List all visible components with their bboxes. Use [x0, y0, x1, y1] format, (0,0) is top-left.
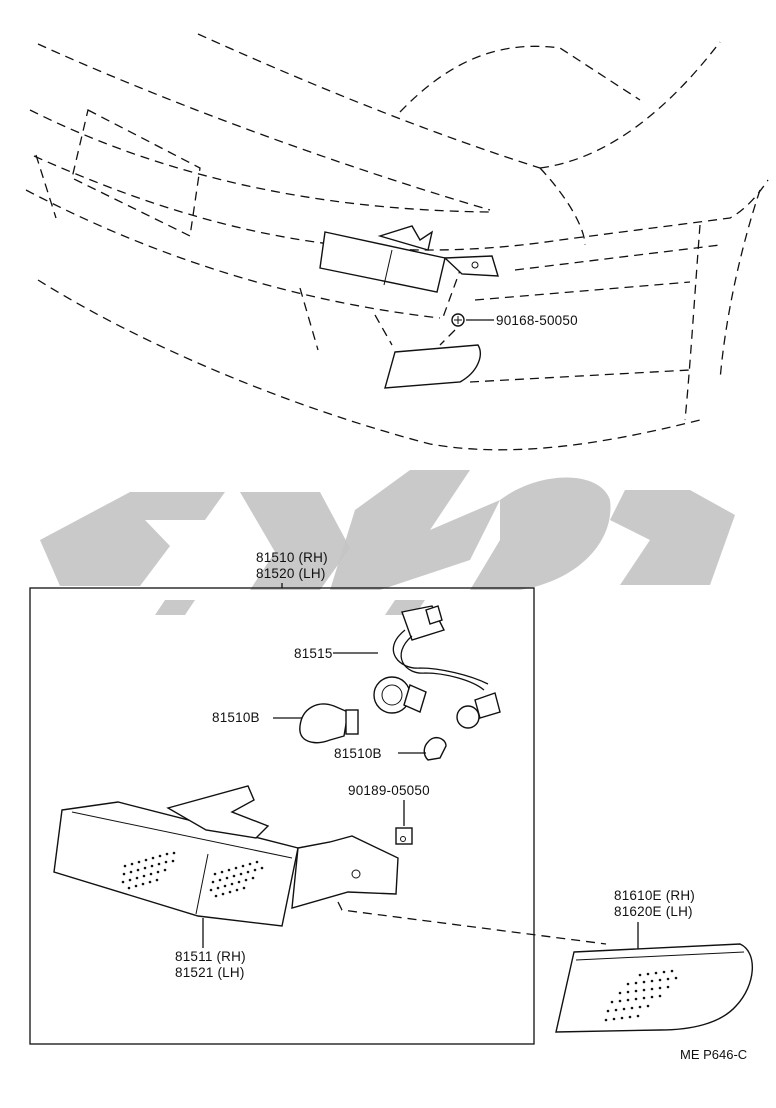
label-assembly-rh: 81510 (RH)	[256, 550, 328, 565]
label-nut-clip: 90189-05050	[348, 783, 430, 798]
label-bulb-small: 81510B	[334, 746, 382, 761]
side-marker-mounted	[384, 344, 481, 389]
assembly-frame	[29, 587, 535, 1045]
front-lamp-lens	[53, 785, 399, 927]
watermark-logo	[40, 470, 735, 615]
label-side-lamp-rh: 81610E (RH)	[614, 888, 695, 903]
front-lamp-mounted	[319, 225, 499, 293]
bulb-small-icon	[423, 736, 447, 761]
socket-wire-harness	[373, 605, 501, 729]
label-assembly-lh: 81520 (LH)	[256, 566, 326, 581]
label-bulb-large: 81510B	[212, 710, 260, 725]
side-marker-lamp	[555, 943, 753, 1033]
figure-code: ME P646-C	[680, 1047, 747, 1062]
bolt-icon	[451, 313, 465, 327]
vehicle-outline	[25, 33, 769, 451]
label-lens-rh: 81511 (RH)	[175, 949, 246, 964]
nut-clip-icon	[395, 827, 413, 845]
label-lens-lh: 81521 (LH)	[175, 965, 245, 980]
bulb-large-icon	[299, 703, 359, 744]
label-bolt: 90168-50050	[496, 313, 578, 328]
label-side-lamp-lh: 81620E (LH)	[614, 904, 693, 919]
label-socket-wire: 81515	[294, 646, 333, 661]
